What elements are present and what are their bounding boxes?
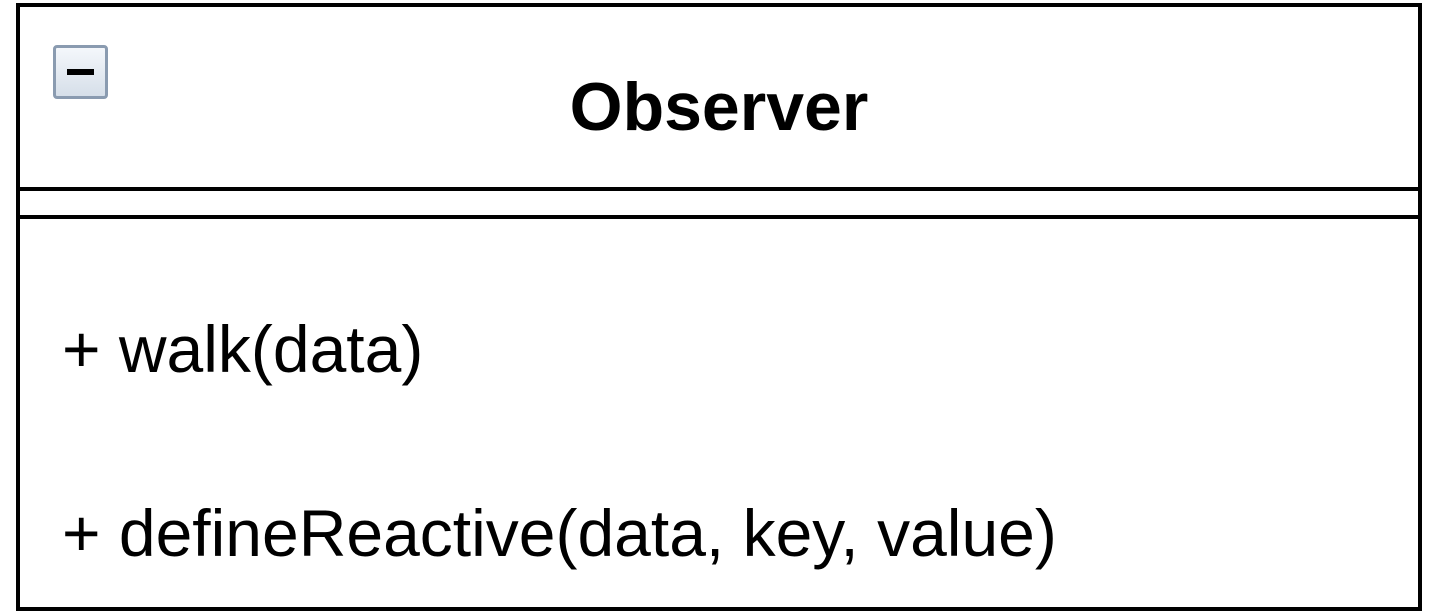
- operation-walk: + walk(data): [62, 312, 424, 386]
- collapse-icon[interactable]: [53, 45, 108, 99]
- operations-compartment: + walk(data) + defineReactive(data, key,…: [20, 219, 1418, 607]
- class-name: Observer: [569, 69, 869, 145]
- operation-define-reactive: + defineReactive(data, key, value): [62, 496, 1057, 570]
- attributes-compartment: [20, 191, 1418, 219]
- uml-class-observer: Observer + walk(data) + defineReactive(d…: [16, 3, 1422, 611]
- minus-icon: [67, 69, 94, 75]
- class-header: Observer: [20, 7, 1418, 191]
